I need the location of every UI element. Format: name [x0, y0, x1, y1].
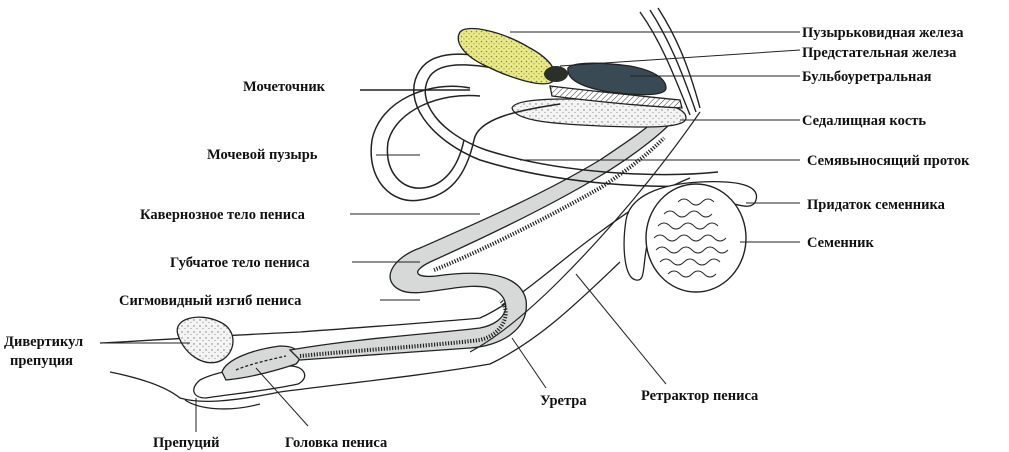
label-sigmoid-flexure: Сигмовидный изгиб пениса: [119, 293, 302, 309]
label-urethra: Уретра: [540, 393, 587, 409]
label-spongy-body: Губчатое тело пениса: [170, 255, 310, 271]
label-retractor: Ретрактор пениса: [641, 388, 759, 404]
label-glans: Головка пениса: [285, 435, 388, 451]
seminal-vesicle: [458, 29, 555, 84]
label-ureter: Мочеточник: [243, 79, 326, 95]
label-cavernous-body: Кавернозное тело пениса: [140, 207, 306, 223]
label-seminal-vesicle: Пузырьковидная железа: [802, 25, 964, 41]
label-prepuce: Препуций: [153, 435, 219, 451]
label-epididymis: Придаток семенника: [807, 197, 946, 213]
labels: Пузырьковидная железа Предстательная жел…: [4, 25, 970, 451]
label-diverticulum-2: препуция: [10, 353, 73, 369]
testis: [646, 184, 746, 292]
label-vas-deferens: Семявыносящий проток: [807, 153, 970, 169]
prostate-gland: [544, 66, 568, 82]
label-diverticulum-1: Дивертикул: [4, 334, 83, 350]
label-ischium: Седалищная кость: [802, 113, 926, 129]
preputial-diverticulum: [177, 317, 233, 363]
label-testis: Семенник: [807, 235, 874, 251]
penis-shaft: [290, 116, 670, 360]
label-bladder: Мочевой пузырь: [207, 147, 318, 163]
label-bulbourethral: Бульбоуретральная: [802, 69, 932, 85]
label-prostate: Предстательная железа: [802, 45, 957, 61]
